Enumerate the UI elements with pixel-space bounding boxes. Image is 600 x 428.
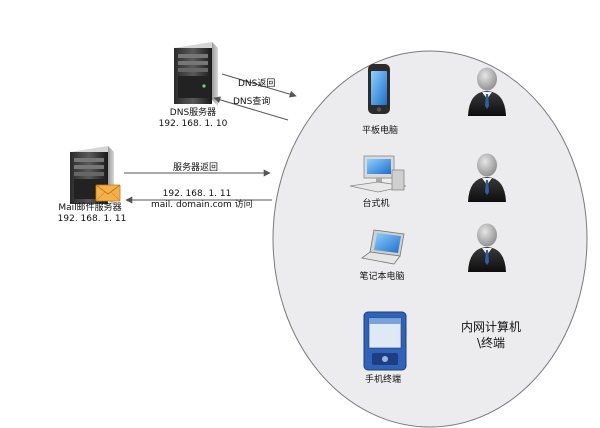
- server-return-label: 服务器返回: [173, 163, 219, 173]
- dns-server-ip: 192. 168. 1. 10: [158, 119, 228, 129]
- group-subtitle: \终端: [476, 336, 506, 350]
- server-icon: [174, 42, 218, 106]
- access-domain-label: mail. domain.com 访问: [151, 200, 253, 210]
- dns-server-label: DNS服务器: [169, 108, 217, 118]
- user-icon: [468, 223, 506, 272]
- tablet-label: 平板电脑: [361, 126, 399, 136]
- laptop-label: 笔记本电脑: [359, 272, 405, 282]
- dns-return-arrow: [221, 73, 297, 98]
- user-icon: [468, 153, 506, 202]
- dns-query-arrow: [213, 96, 289, 121]
- group-title: 内网计算机: [460, 320, 522, 334]
- mail-server-label: Mail邮件服务器: [58, 203, 122, 213]
- phone-label: 手机终端: [364, 375, 402, 385]
- tablet-icon: [368, 64, 390, 114]
- desktop-icon: [349, 155, 407, 193]
- access-ip-label: 192. 168. 1. 11: [162, 189, 232, 199]
- desktop-label: 台式机: [362, 199, 390, 209]
- mail-server-ip: 192. 168. 1. 11: [57, 214, 127, 224]
- dns-return-label: DNS返回: [238, 79, 276, 89]
- envelope-icon: [95, 184, 121, 202]
- dns-query-label: DNS查询: [233, 97, 271, 107]
- intranet-ellipse: [272, 50, 588, 428]
- phone-icon: [363, 311, 407, 371]
- user-icon: [468, 67, 506, 116]
- laptop-icon: [361, 229, 405, 265]
